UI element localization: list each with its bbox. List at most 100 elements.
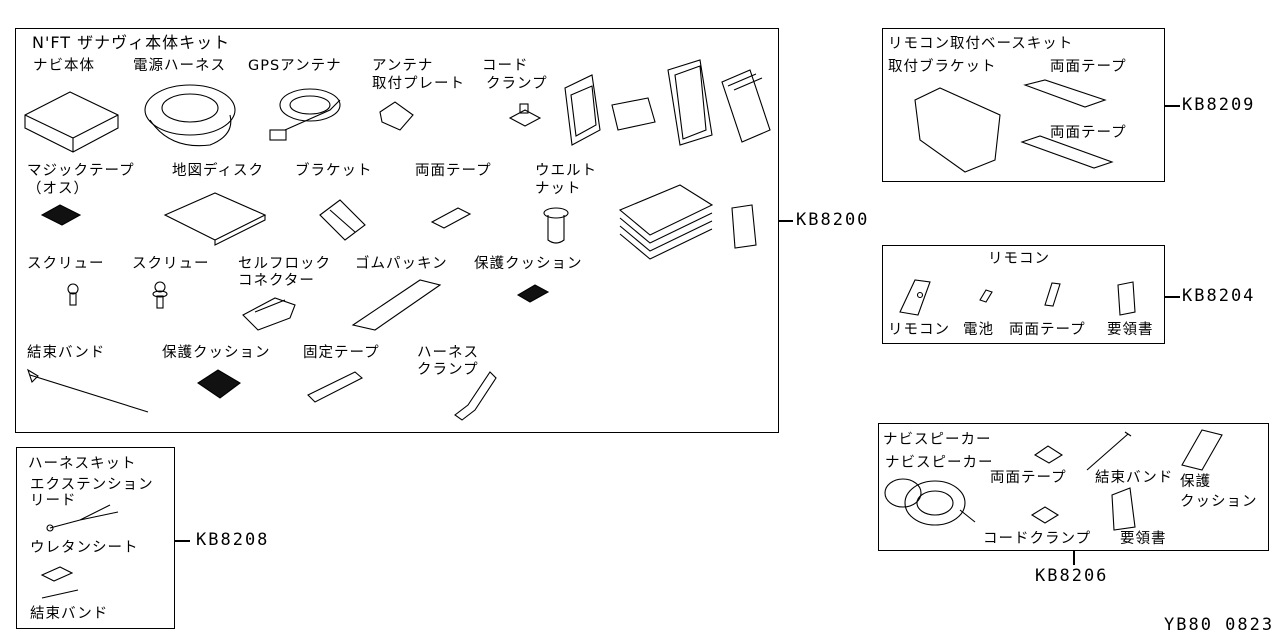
- small-card-drawing: [731, 204, 757, 249]
- fixing-tape-drawing: [307, 371, 363, 403]
- label-cord-clamp-2: クランプ: [486, 76, 548, 92]
- label-speaker-cable-tie: 結束バンド: [1095, 470, 1174, 486]
- label-speaker-cushion: 保護: [1180, 474, 1211, 490]
- rubber-packing-drawing: [351, 279, 442, 331]
- cushion-drawing-2: [197, 369, 241, 399]
- manual-drawing-kb8206: [1111, 487, 1136, 531]
- kit-title: N'FT ザナヴィ本体キット: [32, 33, 231, 52]
- screw-drawing-2: [152, 281, 168, 309]
- sheet-stack-drawing: [618, 184, 714, 260]
- kit-title-harness: ハーネスキット: [28, 456, 137, 472]
- self-lock-connector-drawing: [242, 297, 296, 331]
- label-extension-lead-2: リード: [30, 493, 77, 509]
- manual-drawing-3: [667, 59, 713, 146]
- cushion-drawing-1: [516, 284, 550, 303]
- label-double-tape: 両面テープ: [415, 163, 492, 179]
- kit-title-speaker: ナビスピーカー: [883, 432, 992, 448]
- tape-drawing-kb8209-2: [1020, 135, 1114, 169]
- speaker-drawing: [884, 478, 976, 526]
- label-speaker-cord-clamp: コードクランプ: [983, 531, 1092, 547]
- leader-line-kb8209: [1165, 105, 1180, 107]
- leader-line-kb8204: [1165, 296, 1180, 298]
- remote-bracket-drawing: [914, 87, 1001, 173]
- label-mount-bracket: 取付ブラケット: [888, 59, 997, 75]
- label-antenna-plate: アンテナ: [372, 58, 434, 74]
- welt-nut-drawing: [543, 207, 569, 244]
- manual-drawing-2: [611, 97, 656, 131]
- tape-drawing-kb8204: [1044, 282, 1061, 307]
- harness-clamp-drawing: [454, 371, 497, 421]
- label-urethane-sheet: ウレタンシート: [30, 540, 139, 556]
- double-tape-drawing: [430, 207, 472, 229]
- label-speaker-cushion-2: クッション: [1180, 494, 1258, 510]
- remote-drawing: [899, 279, 931, 316]
- part-code-kb8206: KB8206: [1035, 566, 1109, 586]
- part-code-kb8208: KB8208: [196, 530, 270, 550]
- part-code-kb8204: KB8204: [1182, 286, 1256, 306]
- power-harness-drawing: [144, 84, 236, 147]
- kit-title-remote-base: リモコン取付ベースキット: [888, 36, 1074, 52]
- label-antenna-plate-2: 取付プレート: [372, 76, 465, 92]
- manual-stack-drawing: [721, 69, 771, 143]
- magic-tape-drawing: [40, 204, 82, 226]
- antenna-plate-drawing: [379, 101, 414, 131]
- gps-antenna-drawing: [269, 88, 341, 141]
- label-screw-1: スクリュー: [27, 256, 105, 272]
- diagram-id: YB80 0823: [1164, 615, 1275, 635]
- cord-clamp-drawing-kb8206: [1030, 506, 1060, 524]
- extension-lead-drawing: [46, 504, 119, 532]
- tape-drawing-kb8206: [1033, 445, 1064, 464]
- manual-drawing-1: [564, 74, 601, 146]
- leader-line-kb8200: [779, 220, 793, 222]
- label-tape-2: 両面テープ: [1050, 125, 1127, 141]
- cushion-drawing-kb8206: [1181, 429, 1223, 471]
- part-code-kb8200: KB8200: [796, 210, 870, 230]
- cable-tie-drawing: [27, 368, 149, 413]
- label-harness-clamp: ハーネス: [417, 345, 479, 361]
- label-welt-nut-2: ナット: [535, 181, 582, 197]
- map-disc-drawing: [163, 192, 267, 246]
- label-manual: 要領書: [1107, 322, 1154, 338]
- cable-tie-drawing-kb8206: [1086, 431, 1132, 471]
- label-screw-2: スクリュー: [132, 256, 210, 272]
- label-cable-tie: 結束バンド: [27, 345, 106, 361]
- label-harness-cable-tie: 結束バンド: [30, 606, 109, 622]
- leader-line-kb8206: [1073, 551, 1075, 565]
- label-bracket: ブラケット: [295, 163, 373, 179]
- label-self-lock: セルフロック: [238, 256, 331, 272]
- manual-drawing-kb8204: [1117, 281, 1136, 316]
- kit-box-kb8204: [882, 245, 1165, 344]
- label-extension-lead: エクステンション: [30, 477, 154, 493]
- label-speaker: ナビスピーカー: [885, 455, 994, 471]
- label-magic-tape-2: （オス）: [27, 181, 89, 197]
- leader-line-kb8208: [175, 540, 190, 542]
- urethane-sheet-drawing: [40, 566, 74, 582]
- label-remote-tape: 両面テープ: [1009, 322, 1086, 338]
- bracket-drawing: [319, 199, 366, 241]
- cord-clamp-drawing: [508, 103, 542, 127]
- label-navi-unit: ナビ本体: [33, 58, 95, 74]
- label-self-lock-2: コネクター: [238, 273, 315, 289]
- kit-box-kb8200: [15, 28, 779, 433]
- cable-tie-drawing-kb8208: [41, 589, 79, 599]
- part-code-kb8209: KB8209: [1182, 95, 1256, 115]
- kit-box-kb8208: [16, 447, 175, 629]
- label-gps-antenna: GPSアンテナ: [248, 58, 342, 74]
- label-speaker-manual: 要領書: [1120, 531, 1167, 547]
- label-cushion-1: 保護クッション: [474, 256, 583, 272]
- label-map-disc: 地図ディスク: [172, 163, 264, 179]
- kit-title-remote: リモコン: [988, 251, 1050, 267]
- screw-drawing-1: [67, 283, 79, 306]
- label-magic-tape: マジックテープ: [27, 163, 135, 179]
- label-cord-clamp: コード: [482, 58, 529, 74]
- label-rubber-packing: ゴムパッキン: [355, 256, 448, 272]
- label-battery: 電池: [963, 322, 994, 338]
- label-harness-clamp-2: クランプ: [417, 362, 479, 378]
- label-tape-1: 両面テープ: [1050, 59, 1127, 75]
- navi-unit-drawing: [24, 91, 119, 153]
- kit-box-kb8209: [882, 28, 1165, 182]
- tape-drawing-kb8209-1: [1023, 79, 1107, 108]
- kit-box-kb8206: [878, 423, 1269, 551]
- label-fixing-tape: 固定テープ: [303, 345, 380, 361]
